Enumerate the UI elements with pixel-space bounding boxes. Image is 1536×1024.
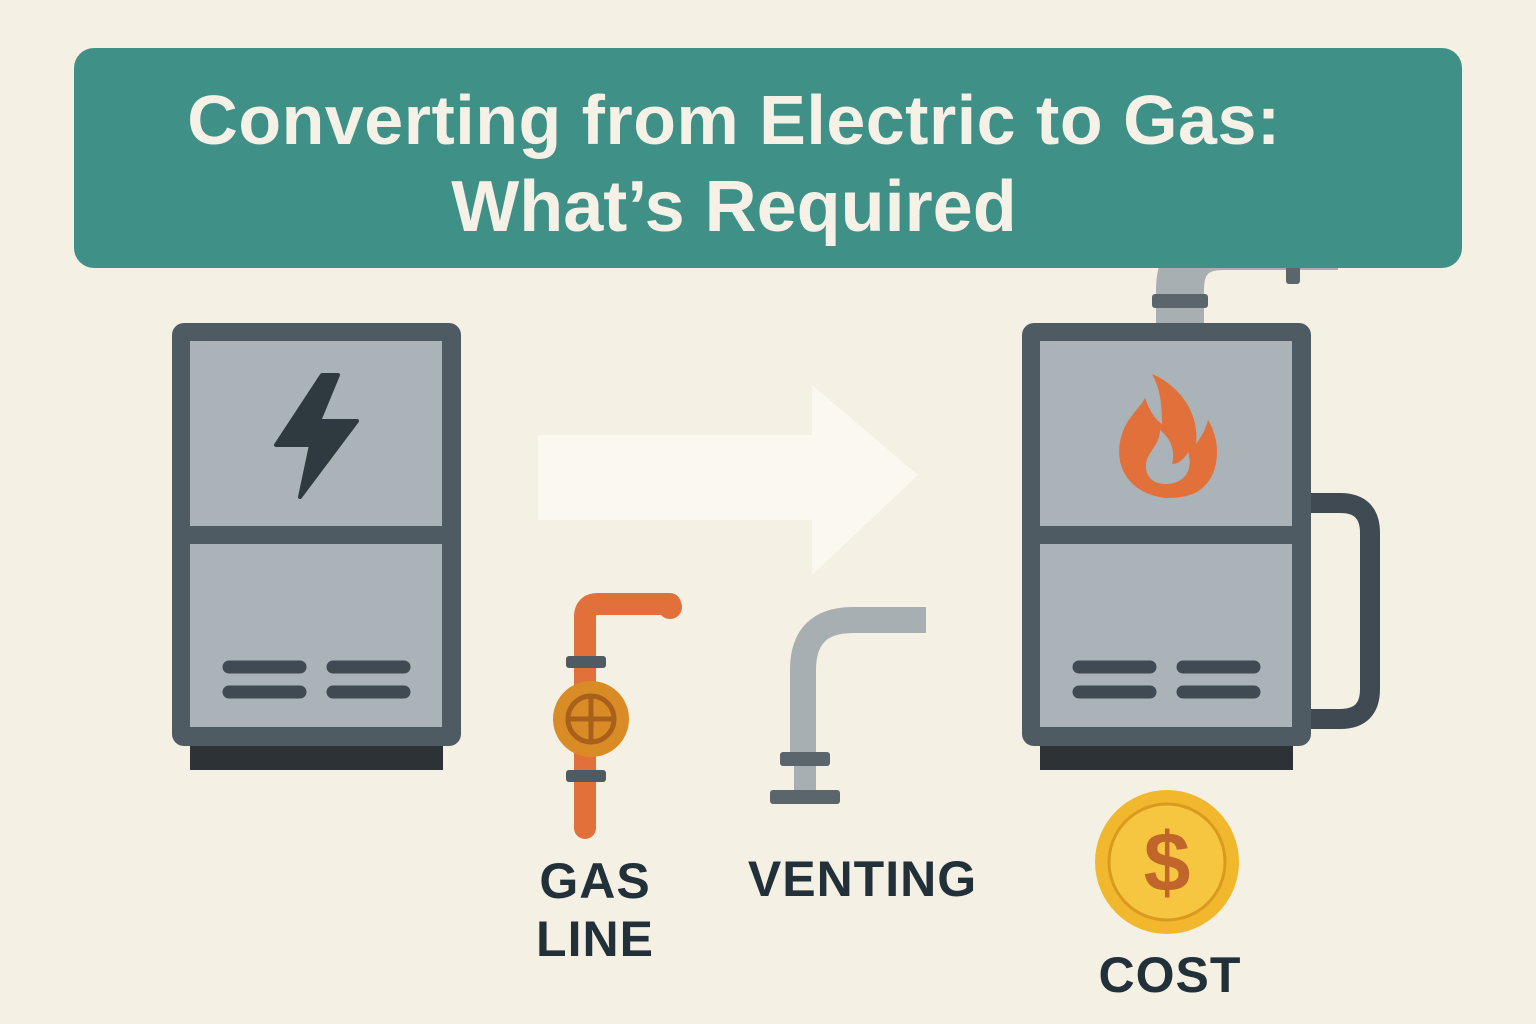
gas-pipe-valve-icon [553, 593, 682, 839]
cost-label: COST [1098, 947, 1242, 1003]
heater-bottom-panel [190, 544, 442, 727]
page-title-line-1: Converting from Electric to Gas: [187, 81, 1281, 159]
title-banner [74, 48, 1462, 268]
arrow-right-icon [538, 385, 918, 575]
page-title-line-2: What’s Required [451, 167, 1017, 247]
lightning-bolt-icon [274, 373, 359, 499]
flame-icon [1119, 374, 1218, 498]
vent-slots [222, 660, 411, 699]
gas-line-label: GAS LINE [536, 853, 654, 967]
heater-bottom-panel [1040, 544, 1292, 727]
electric-water-heater [172, 323, 461, 770]
vent-pipe-icon [770, 607, 926, 804]
venting-label: VENTING [747, 851, 978, 907]
dollar-coin-icon: $ [1095, 790, 1239, 934]
gas-water-heater [1022, 222, 1380, 770]
svg-text:$: $ [1144, 815, 1191, 909]
heater-base [190, 742, 443, 770]
vent-slots [1072, 660, 1261, 699]
heater-base [1040, 742, 1293, 770]
